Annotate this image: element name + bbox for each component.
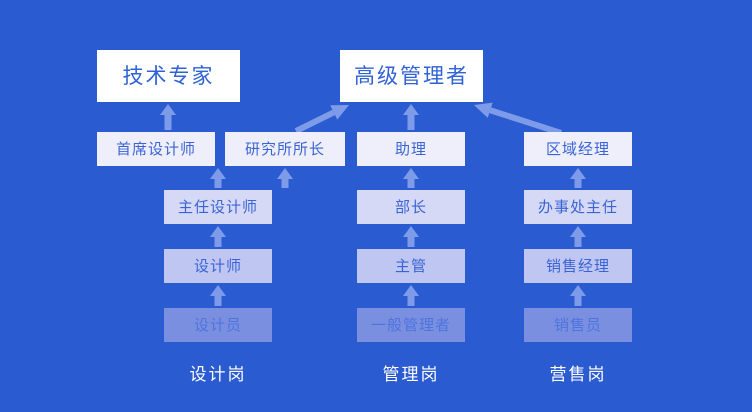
node-senior-manager[interactable]: 高级管理者 [340,50,483,102]
arrow-supervisor-to-department-head [403,226,419,247]
node-office-director[interactable]: 办事处主任 [524,190,632,224]
arrow-office-director-to-regional-manager [570,168,586,188]
node-institute-director[interactable]: 研究所所长 [225,132,345,166]
node-regional-manager[interactable]: 区域经理 [524,132,632,166]
node-supervisor[interactable]: 主管 [357,249,465,283]
arrow-chief-designer-to-tech-expert [160,104,176,130]
arrow-salesperson-to-sales-manager [570,285,586,306]
node-junior-designer[interactable]: 设计员 [164,308,272,342]
node-sales-manager[interactable]: 销售经理 [524,249,632,283]
column-label-sales: 营售岗 [549,365,607,385]
arrow-general-manager-to-supervisor [403,285,419,306]
node-assistant[interactable]: 助理 [357,132,465,166]
arrow-regional-manager-to-senior-manager [474,102,562,136]
arrow-sales-manager-to-office-director [570,226,586,247]
arrow-department-head-to-assistant [403,168,419,188]
arrow-institute-director-to-senior-manager [294,105,349,134]
node-lead-designer[interactable]: 主任设计师 [164,190,272,224]
arrow-junior-designer-to-designer [210,285,226,306]
column-label-design: 设计岗 [189,365,247,385]
arrow-designer-to-lead-designer [210,226,226,247]
node-chief-designer[interactable]: 首席设计师 [97,132,215,166]
node-salesperson[interactable]: 销售员 [524,308,632,342]
node-department-head[interactable]: 部长 [357,190,465,224]
node-general-manager[interactable]: 一般管理者 [357,308,465,342]
arrow-assistant-to-senior-manager [403,104,419,130]
arrow-lead-designer-to-chief-designer [210,168,226,188]
arrow-lead-designer-to-institute-director [277,168,293,188]
node-tech-expert[interactable]: 技术专家 [97,50,240,102]
node-designer[interactable]: 设计师 [164,249,272,283]
column-label-management: 管理岗 [382,365,440,385]
